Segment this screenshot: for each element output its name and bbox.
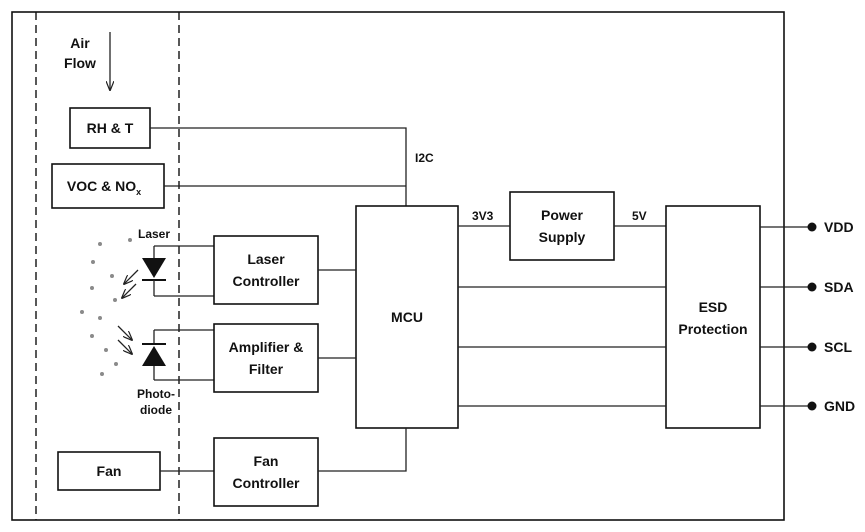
esd-protection-line-1: ESD	[699, 299, 728, 315]
air-flow-line-2: Flow	[64, 55, 96, 71]
pin-vdd-label: VDD	[824, 219, 854, 235]
fan-controller-mcu-wire	[318, 428, 407, 472]
rh-t-label: RH & T	[87, 120, 134, 136]
voc-nox-sensor-box	[51, 163, 165, 209]
5v-label: 5V	[632, 209, 647, 223]
amplifier-filter-line-2: Filter	[249, 361, 284, 377]
mcu-label: MCU	[391, 309, 423, 325]
power-supply-box	[509, 191, 615, 261]
pin-scl-dot-icon	[807, 342, 817, 352]
fan-label: Fan	[97, 463, 122, 479]
laser-controller-box	[213, 235, 319, 305]
photodiode-label-line-1: Photo-	[137, 387, 175, 401]
particle-dots	[80, 238, 132, 376]
air-flow-label: Air Flow	[64, 35, 96, 71]
fan-controller-line-1: Fan	[254, 453, 279, 469]
amplifier-filter-box	[213, 323, 319, 393]
voc-nox-label: VOC & NOx	[67, 178, 141, 197]
pin-scl-label: SCL	[824, 339, 852, 355]
rh-t-sensor-box	[69, 107, 151, 149]
esd-protection-box	[665, 205, 761, 429]
pin-vdd-dot-icon	[807, 222, 817, 232]
i2c-wire-rh-t	[150, 127, 407, 206]
pin-gnd-dot-icon	[807, 401, 817, 411]
air-flow-line-1: Air	[70, 35, 90, 51]
power-supply-line-1: Power	[541, 207, 584, 223]
pin-gnd: GND	[760, 398, 855, 414]
laser-controller-line-1: Laser	[247, 251, 285, 267]
fan-box	[57, 451, 161, 491]
mcu-box	[355, 205, 459, 429]
power-supply-line-2: Supply	[539, 229, 586, 245]
fan-controller-line-2: Controller	[233, 475, 300, 491]
laser-label: Laser	[138, 227, 170, 241]
pin-gnd-label: GND	[824, 398, 855, 414]
laser-diode-icon	[122, 246, 166, 298]
pin-vdd: VDD	[760, 219, 854, 235]
esd-protection-line-2: Protection	[678, 321, 747, 337]
photodiode-label-line-2: diode	[140, 403, 172, 417]
pin-scl: SCL	[760, 339, 852, 355]
laser-controller-line-2: Controller	[233, 273, 300, 289]
amplifier-filter-line-1: Amplifier &	[229, 339, 304, 355]
pin-sda: SDA	[760, 279, 854, 295]
pin-sda-dot-icon	[807, 282, 817, 292]
fan-controller-box	[213, 437, 319, 507]
i2c-label: I2C	[415, 151, 434, 165]
photodiode-icon	[117, 325, 166, 380]
pin-sda-label: SDA	[824, 279, 854, 295]
3v3-label: 3V3	[472, 209, 494, 223]
